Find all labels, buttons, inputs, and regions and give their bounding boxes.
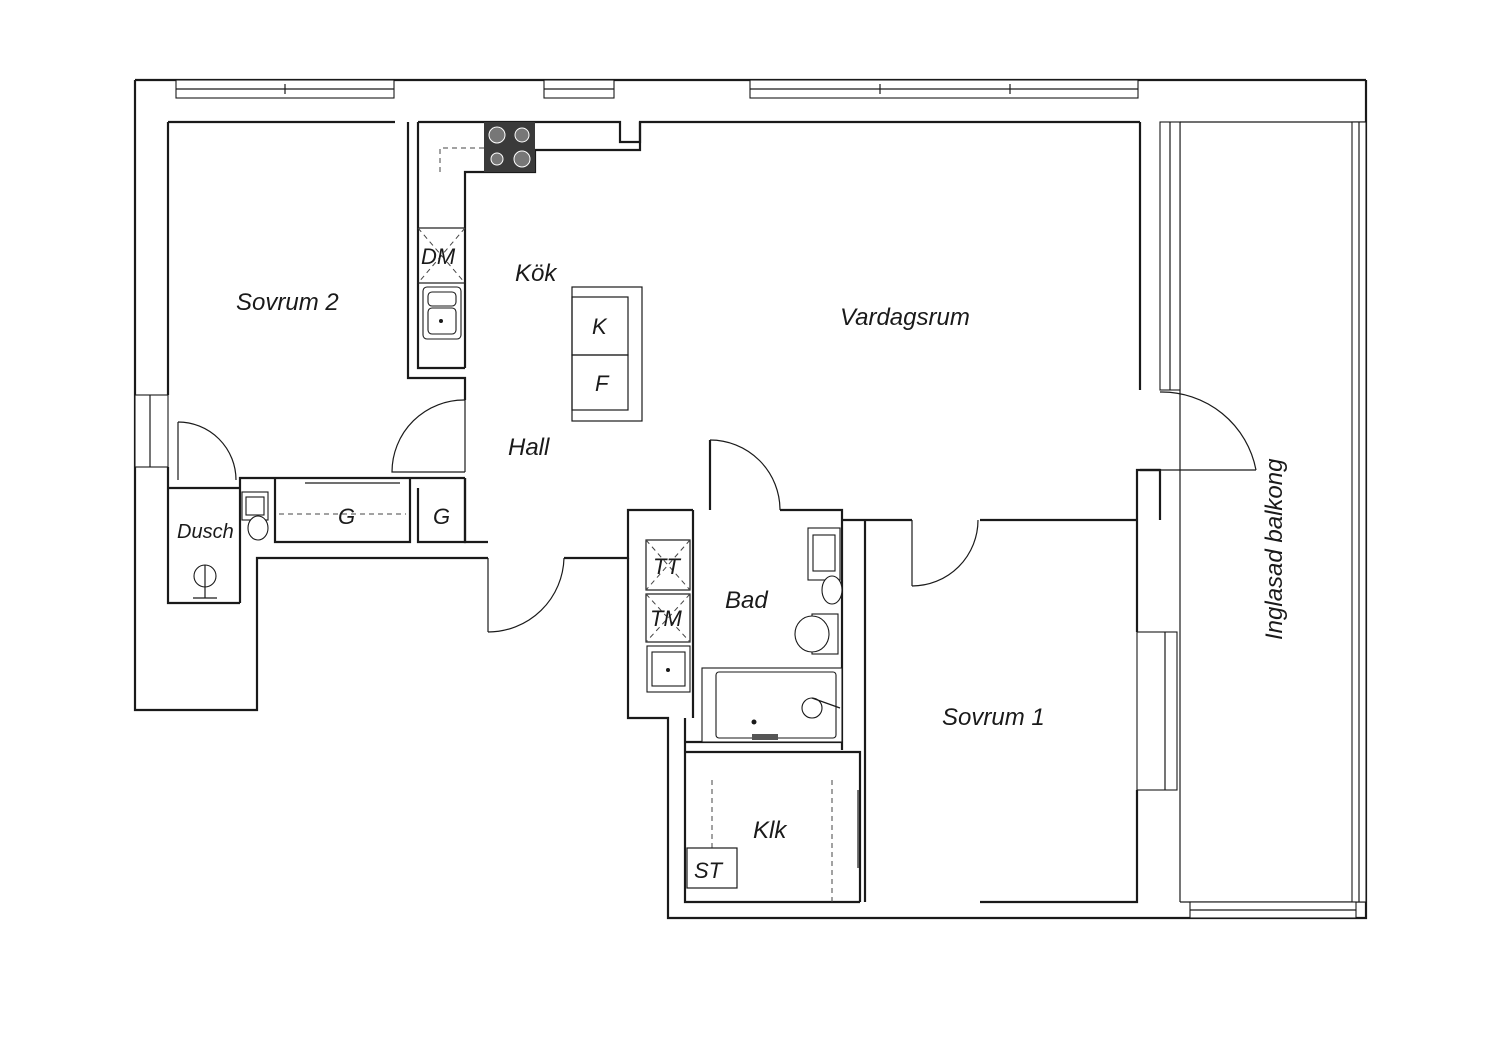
toilet-icon bbox=[794, 613, 839, 655]
fixture-label-fridge: K bbox=[592, 314, 608, 339]
washbasin-icon bbox=[241, 491, 269, 541]
fixture-label-dishwasher: DM bbox=[421, 244, 456, 269]
room-label-kitchen: Kök bbox=[515, 260, 558, 287]
sink-icon bbox=[422, 286, 462, 340]
laundry-box bbox=[645, 539, 691, 643]
windows bbox=[134, 79, 1367, 919]
fixture-label-freezer: F bbox=[595, 371, 610, 396]
room-label-shower: Dusch bbox=[177, 521, 234, 543]
fixture-label-washer: TM bbox=[650, 606, 682, 631]
fixture-label-storage: ST bbox=[694, 858, 724, 883]
room-labels: Sovrum 2 Kök Vardagsrum Hall Dusch Bad S… bbox=[177, 260, 1288, 844]
room-label-bedroom2: Sovrum 2 bbox=[236, 289, 339, 316]
room-label-hall: Hall bbox=[508, 434, 550, 461]
outer-walls bbox=[133, 78, 1368, 920]
fixture-labels: DM K F G G TT TM ST bbox=[338, 244, 724, 883]
fixture-label-wardrobe-b: G bbox=[433, 504, 450, 529]
interior-walls bbox=[168, 122, 1160, 902]
room-label-bedroom1: Sovrum 1 bbox=[942, 704, 1045, 731]
bath-sink-icon bbox=[807, 527, 843, 605]
doors bbox=[177, 391, 1257, 868]
fixtures bbox=[193, 122, 843, 902]
bathtub-icon bbox=[701, 667, 843, 743]
room-label-closet: Klk bbox=[753, 817, 788, 844]
room-label-bath: Bad bbox=[725, 587, 768, 614]
utility-sink-icon bbox=[646, 645, 691, 693]
room-label-living: Vardagsrum bbox=[840, 304, 970, 331]
room-label-balcony: Inglasad balkong bbox=[1261, 458, 1288, 640]
fixture-label-dryer: TT bbox=[653, 554, 681, 579]
stove-icon bbox=[484, 122, 535, 172]
fixture-label-wardrobe-a: G bbox=[338, 504, 355, 529]
shower-drain-icon bbox=[193, 564, 217, 599]
dishwasher-box bbox=[417, 227, 466, 284]
